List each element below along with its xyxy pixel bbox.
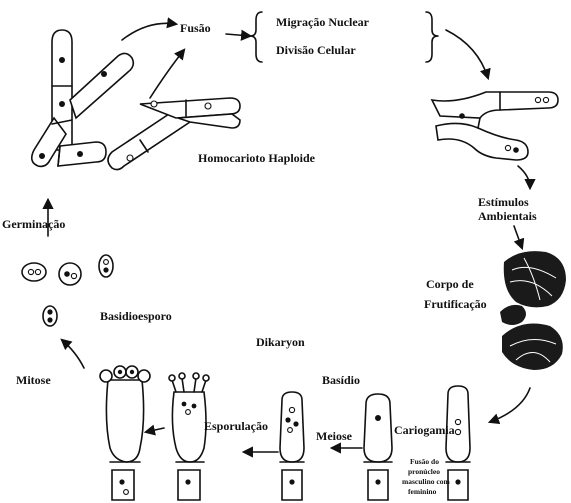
arrow-to-mitose [146,428,164,432]
label-fusao-do: Fusão do [410,457,439,466]
arrow-to-fruiting-body [514,226,522,248]
label-estimulos: Estímulos [478,195,529,209]
label-feminino: feminino [408,487,437,496]
label-cariogamia: Cariogamia [394,423,455,437]
label-ambientais: Ambientais [478,209,537,223]
label-frutificacao: Frutificação [424,297,487,311]
label-basidioesporo: Basidioesporo [100,309,172,323]
label-pronucleo: pronúcleo [408,467,440,476]
arrow-to-dikaryotic-basidium [490,388,530,422]
fused-hyphae [432,92,558,160]
label-masculino-com: masculino com [402,477,450,486]
label-mitose: Mitose [16,373,51,387]
arrow-haploid-to-fusao [150,50,184,98]
label-germinacao: Germinação [2,217,65,231]
label-homocarioto-haploide: Homocarioto Haploide [198,151,316,165]
arrow-to-fusao [122,23,176,40]
right-brace [426,12,438,62]
label-divisao-celular: Divisão Celular [276,43,356,57]
label-meiose: Meiose [316,429,353,443]
label-esporulacao: Esporulação [204,419,268,433]
basidium-sporulation [169,373,209,500]
arrow-to-fused-hyphae [446,30,488,78]
basidium-mitosis [100,366,150,500]
label-migracao-nuclear: Migração Nuclear [276,15,370,29]
label-corpo-de: Corpo de [426,277,474,291]
label-basidio: Basídio [322,373,360,387]
arrow-fusao-to-migracao [226,34,250,36]
arrow-to-basidiospores [62,340,84,368]
basidium-meiosis [280,392,304,500]
label-dikaryon: Dikaryon [256,335,305,349]
fruiting-body [500,251,566,370]
left-brace [250,12,262,62]
basidium-karyogamy [364,394,392,500]
label-fusao: Fusão [180,21,211,35]
arrow-to-estimulos [518,166,530,188]
germinating-hyphae [32,30,134,166]
